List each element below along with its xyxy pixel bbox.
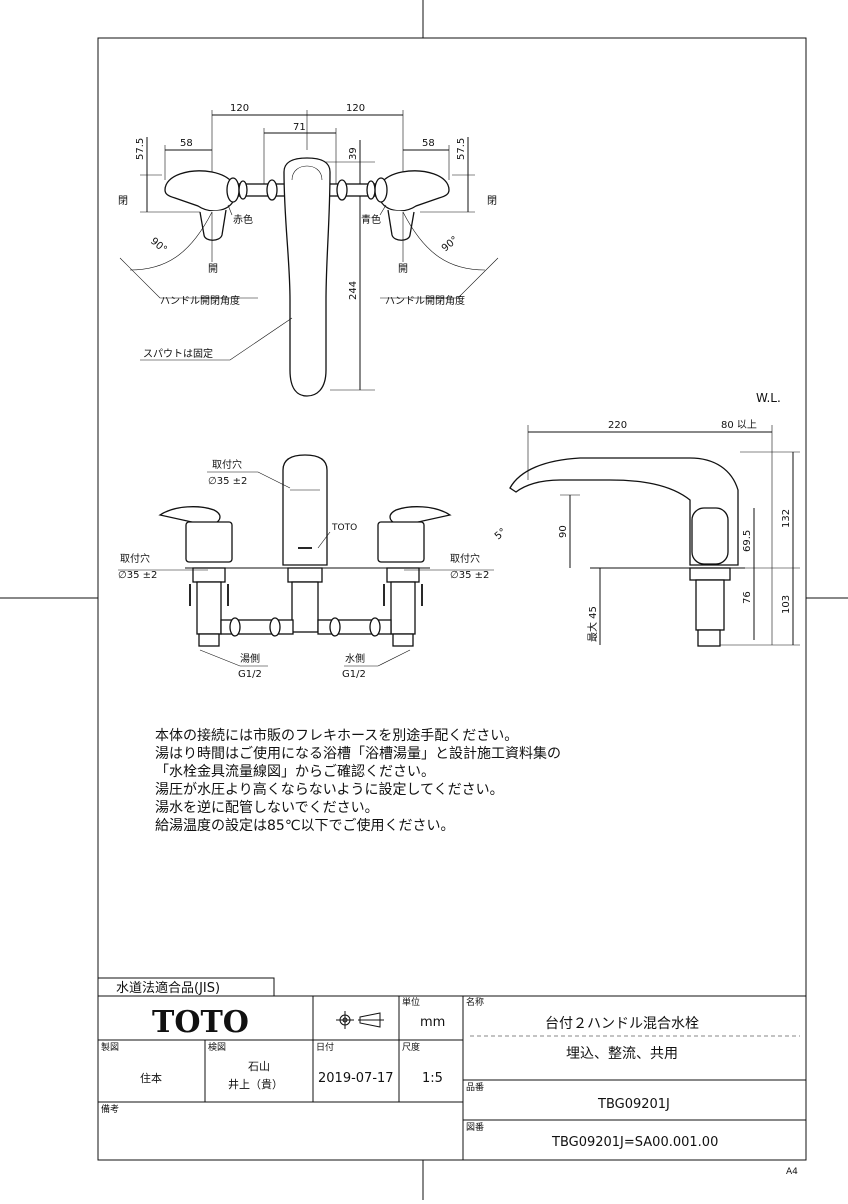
part-label: 品番 — [466, 1081, 484, 1093]
label-hot-thread: G1/2 — [238, 669, 262, 680]
dim-132: 132 — [781, 509, 792, 528]
label-cold-side: 水側 — [345, 652, 365, 665]
dim-39: 39 — [348, 147, 359, 160]
dim-71: 71 — [293, 122, 306, 133]
side-view: W.L. 220 80 以上 132 90 69.5 5 — [493, 391, 800, 647]
toto-logo: TOTO — [152, 1005, 249, 1040]
dim-220: 220 — [608, 420, 627, 431]
dim-5deg: 5° — [493, 527, 509, 543]
drawing-label: 図番 — [466, 1121, 484, 1133]
spout-top-outline — [283, 157, 331, 397]
label-left-close: 閉 — [118, 195, 128, 207]
part-value: TBG09201J — [597, 1097, 670, 1112]
dim-103: 103 — [781, 595, 792, 614]
unit-value: mm — [420, 1015, 445, 1030]
dim-120-right: 120 — [346, 103, 365, 114]
checked-value-1: 石山 — [248, 1060, 270, 1073]
drawn-label: 製図 — [101, 1041, 119, 1053]
note-line: 「水栓金具流量線図」からご確認ください。 — [155, 764, 435, 780]
title-block: 水道法適合品(JIS) TOTO 単位 mm 名称 台付２ハンドル混合水栓 埋込… — [97, 977, 806, 1160]
center-hole-dim: ∅35 ±2 — [208, 476, 247, 487]
dim-244: 244 — [348, 281, 359, 300]
checked-value-2: 井上（貴） — [228, 1077, 283, 1091]
dim-76: 76 — [742, 591, 753, 604]
label-hot-side: 湯側 — [240, 652, 260, 665]
label-right-angle: ハンドル開閉角度 — [385, 294, 465, 307]
notes-block: 本体の接続には市販のフレキホースを別途手配ください。 湯はり時間はご使用になる浴… — [155, 727, 561, 834]
scale-label: 尺度 — [402, 1041, 420, 1053]
right-hole-title: 取付穴 — [450, 552, 480, 565]
label-red: 赤色 — [233, 213, 253, 226]
scale-value: 1:5 — [422, 1071, 443, 1086]
left-hole-dim: ∅35 ±2 — [118, 570, 157, 581]
dim-80: 80 以上 — [721, 419, 757, 431]
center-hole-title: 取付穴 — [212, 458, 242, 471]
dim-58-right: 58 — [422, 138, 435, 149]
certification-label: 水道法適合品(JIS) — [116, 980, 220, 996]
dim-58-left: 58 — [180, 138, 193, 149]
toto-mark-label: TOTO — [331, 523, 357, 533]
right-hole-dim: ∅35 ±2 — [450, 570, 489, 581]
dim-120-left: 120 — [230, 103, 249, 114]
label-wl: W.L. — [756, 391, 781, 405]
name-line1: 台付２ハンドル混合水栓 — [545, 1016, 699, 1032]
dim-max45: 最大 45 — [586, 606, 599, 642]
date-value: 2019-07-17 — [318, 1071, 394, 1086]
left-hole-title: 取付穴 — [120, 552, 150, 565]
top-view: 120 120 71 58 58 57.5 57.5 39 244 — [118, 103, 499, 397]
label-blue: 青色 — [361, 213, 381, 226]
drawing-border — [97, 37, 807, 1161]
right-handle-top — [366, 170, 450, 241]
dim-90-left: 90° — [148, 236, 169, 256]
label-cold-thread: G1/2 — [342, 669, 366, 680]
label-left-open: 開 — [208, 263, 218, 275]
sheet-size-label: A4 — [786, 1167, 798, 1177]
dim-90: 90 — [558, 525, 569, 538]
dim-57-5-left: 57.5 — [135, 138, 146, 160]
projection-symbol-icon — [336, 1011, 384, 1029]
remarks-label: 備考 — [101, 1103, 119, 1115]
front-view: 取付穴 ∅35 ±2 取付穴 ∅35 ±2 取付穴 ∅35 ±2 TOTO 湯側… — [118, 454, 494, 680]
drawing-value: TBG09201J=SA00.001.00 — [551, 1135, 718, 1150]
date-label: 日付 — [316, 1042, 334, 1053]
dim-57-5-right: 57.5 — [456, 138, 467, 160]
name-line2: 埋込、整流、共用 — [566, 1046, 678, 1062]
note-line: 本体の接続には市販のフレキホースを別途手配ください。 — [155, 727, 518, 744]
name-label: 名称 — [466, 996, 484, 1008]
checked-label: 検図 — [208, 1041, 226, 1053]
note-line: 湯水を逆に配管しないでください。 — [155, 799, 379, 816]
label-right-close: 閉 — [487, 195, 497, 207]
note-line: 湯圧が水圧より高くならないように設定してください。 — [155, 781, 504, 798]
dim-90-right: 90° — [440, 234, 461, 254]
note-line: 湯はり時間はご使用になる浴槽「浴槽湯量」と設計施工資料集の — [155, 745, 561, 762]
dim-69-5: 69.5 — [742, 530, 753, 552]
left-handle-top — [164, 170, 248, 241]
label-right-open: 開 — [398, 263, 408, 275]
label-spout-fixed: スパウトは固定 — [143, 347, 213, 360]
label-left-angle: ハンドル開閉角度 — [160, 294, 240, 307]
note-line: 給湯温度の設定は85℃以下でご使用ください。 — [155, 817, 455, 834]
drawn-value: 住本 — [140, 1071, 162, 1085]
unit-label: 単位 — [402, 996, 420, 1008]
